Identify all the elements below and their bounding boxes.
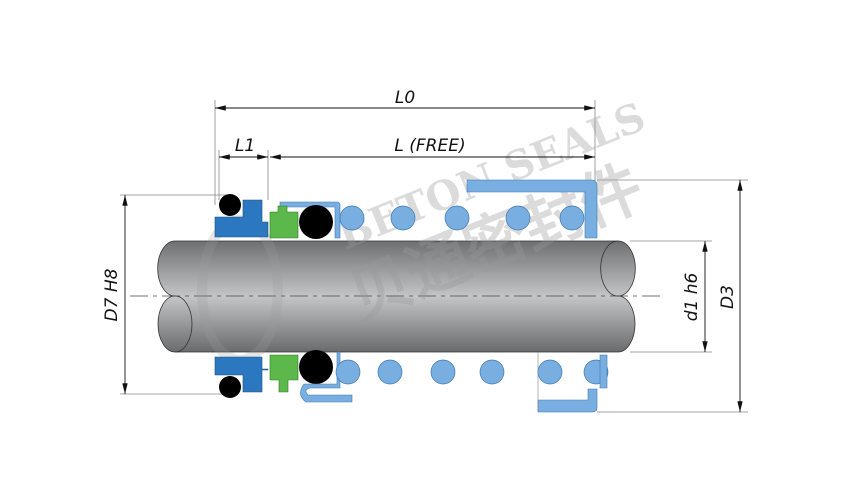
seat-o-ring [219, 376, 241, 398]
extension-lines [120, 100, 748, 413]
stationary-seat [214, 356, 269, 393]
label-D3: D3 [718, 285, 738, 309]
dimension-labels: L0 L1 L (FREE) D7 H8 d1 h6 D3 [102, 88, 738, 321]
shaft [130, 240, 665, 353]
drive-sleeve [279, 201, 341, 239]
rotating-face [269, 205, 299, 239]
spring-coils [335, 359, 609, 385]
label-D7: D7 H8 [102, 268, 122, 321]
label-L-free: L (FREE) [394, 136, 465, 156]
bellows-o-ring [299, 205, 333, 239]
label-d1: d1 h6 [682, 273, 702, 322]
seal-top [214, 179, 598, 239]
label-L1: L1 [235, 136, 255, 156]
bellows-o-ring [299, 350, 333, 384]
stationary-seat [214, 199, 269, 238]
label-L0: L0 [395, 88, 415, 108]
spring-coils [339, 205, 585, 231]
rotating-face [269, 354, 299, 393]
seal-bottom [214, 350, 609, 413]
dimension-lines [122, 105, 743, 412]
spring-retainer [466, 179, 598, 239]
seat-o-ring [219, 194, 241, 216]
spring-retainer [537, 388, 598, 413]
